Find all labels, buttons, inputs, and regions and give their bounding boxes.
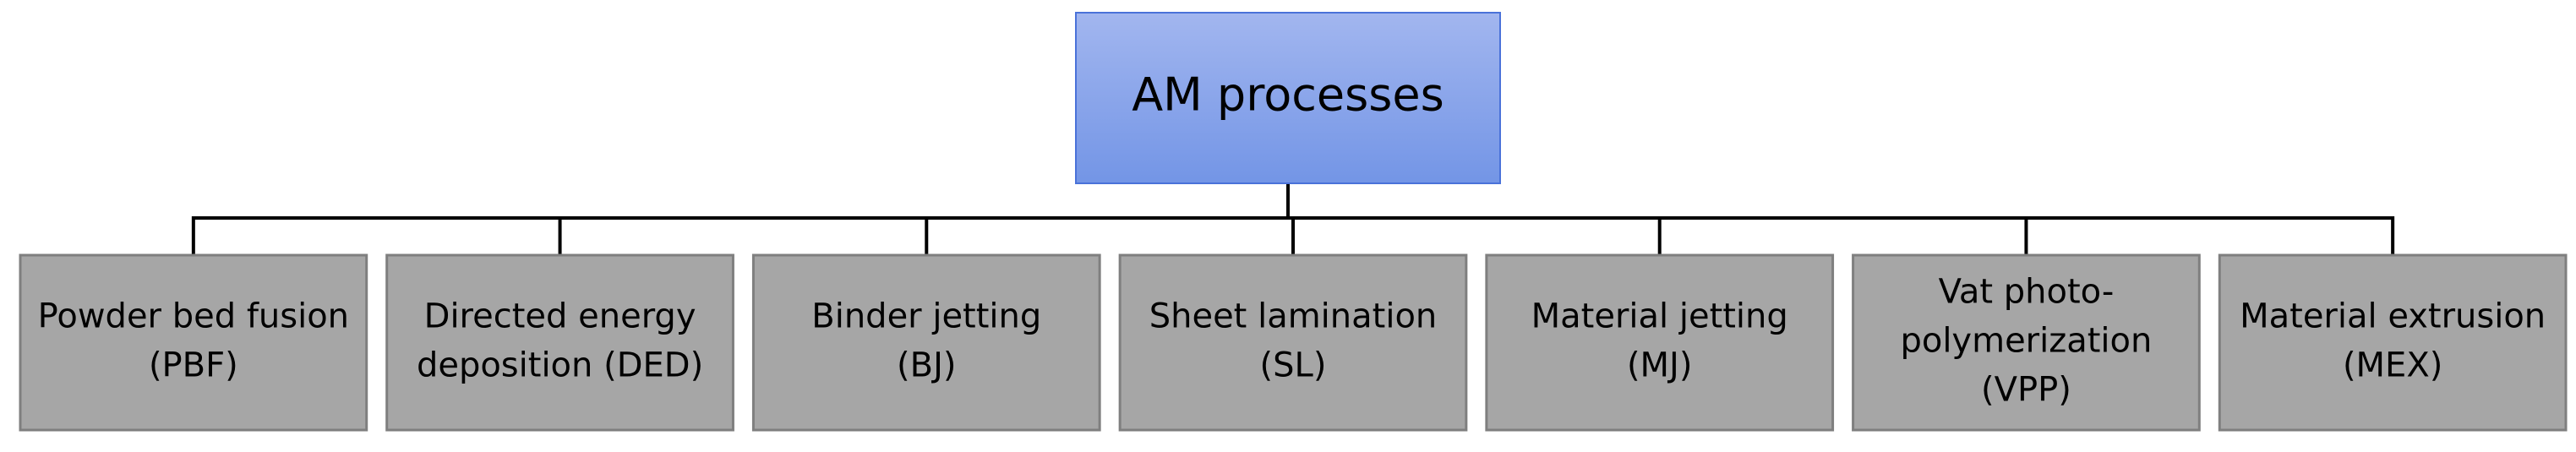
process-node-vpp: Vat photo-polymerization (VPP) bbox=[1852, 253, 2201, 432]
process-box-bj bbox=[751, 253, 1101, 432]
process-label-ded-line-0: Directed energy bbox=[424, 297, 696, 336]
process-categories: Powder bed fusion (PBF) Directed energy dep… bbox=[19, 253, 2568, 432]
process-label-sl-line-0: Sheet lamination bbox=[1149, 297, 1438, 336]
process-node-mj: Material jetting (MJ) bbox=[1485, 253, 1835, 432]
process-label-pbf-line-0: Powder bed fusion bbox=[38, 297, 349, 336]
process-box-mex bbox=[2218, 253, 2568, 432]
root-box bbox=[1075, 12, 1501, 184]
process-node-mex: Material extrusion (MEX) bbox=[2218, 253, 2568, 432]
process-label-vpp-line-2: (VPP) bbox=[1981, 371, 2071, 410]
process-node-ded: Directed energy deposition (DED) bbox=[385, 253, 734, 432]
connector-lines bbox=[191, 183, 2395, 255]
process-node-bj: Binder jetting (BJ) bbox=[751, 253, 1101, 432]
process-box-mj bbox=[1485, 253, 1835, 432]
process-label-mj-line-0: Material jetting bbox=[1531, 297, 1788, 336]
process-box-ded bbox=[385, 253, 734, 432]
process-node-sl: Sheet lamination (SL) bbox=[1118, 253, 1468, 432]
process-node-pbf: Powder bed fusion (PBF) bbox=[19, 253, 368, 432]
process-box-sl bbox=[1118, 253, 1468, 432]
process-box-pbf bbox=[19, 253, 368, 432]
process-label-mex-line-1: (MEX) bbox=[2343, 346, 2442, 385]
process-label-mj-line-1: (MJ) bbox=[1627, 346, 1693, 385]
root-label: AM processes bbox=[1132, 68, 1444, 122]
process-label-vpp-line-1: polymerization bbox=[1900, 322, 2152, 361]
root-node: AM processes bbox=[1075, 12, 1501, 184]
process-label-ded-line-1: deposition (DED) bbox=[417, 346, 703, 385]
process-label-sl-line-1: (SL) bbox=[1260, 346, 1327, 385]
process-label-bj-line-1: (BJ) bbox=[897, 346, 956, 385]
process-label-bj-line-0: Binder jetting bbox=[811, 297, 1041, 336]
process-label-mex-line-0: Material extrusion bbox=[2240, 297, 2546, 336]
process-box-vpp bbox=[1852, 253, 2201, 432]
process-label-vpp-line-0: Vat photo- bbox=[1939, 273, 2115, 312]
process-label-pbf-line-1: (PBF) bbox=[149, 346, 238, 385]
